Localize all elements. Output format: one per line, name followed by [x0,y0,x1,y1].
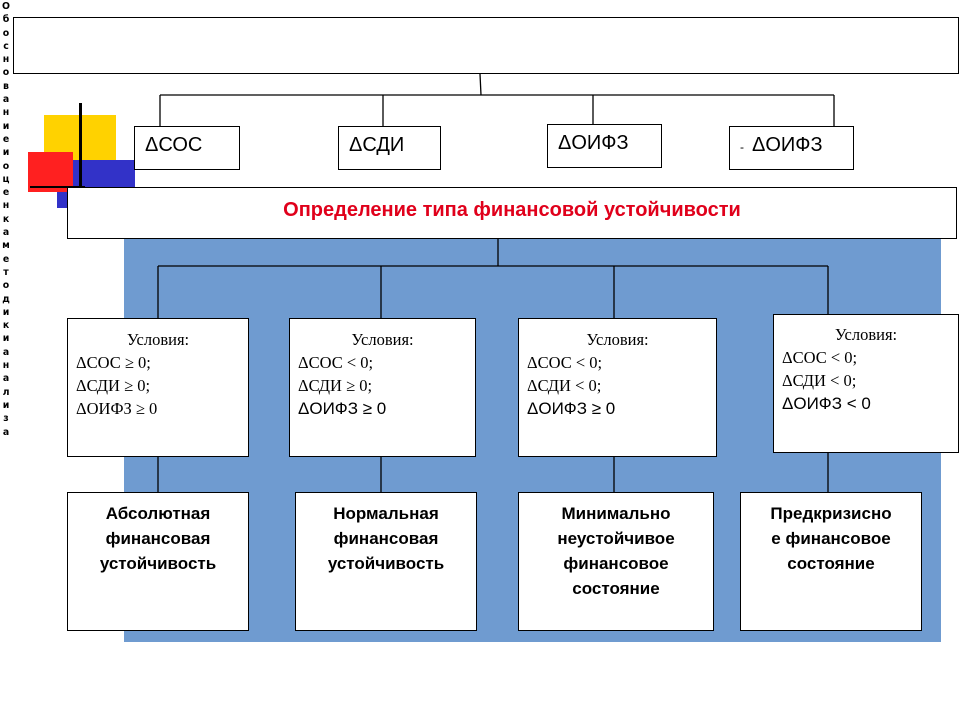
result-line: е финансовое [771,529,891,548]
condition-oifz: ΔОИФЗ ≥ 0 [298,399,387,418]
condition-sdi: ΔСДИ ≥ 0; [298,376,373,395]
vertical-title-char: м [2,240,10,252]
result-box-absolute: Абсолютная финансовая устойчивость [67,492,249,631]
result-line: состояние [787,554,875,573]
result-line: неустойчивое [557,529,675,548]
vertical-title-char: л [2,386,10,398]
vertical-title-char: е [2,253,10,265]
vertical-title-char: е [2,133,10,145]
vertical-title-char: с [3,40,9,52]
result-line: Нормальная [333,504,439,523]
level1-label: ΔСОС [145,134,203,156]
result-box-precrisis: Предкризисно е финансовое состояние [740,492,922,631]
vertical-title-char: и [2,333,10,345]
conditions-heading: Условия: [834,325,898,344]
vertical-title-char: к [2,213,10,225]
result-line: состояние [572,579,660,598]
top-header-box [13,17,959,74]
result-box-unstable: Минимально неустойчивое финансовое состо… [518,492,714,631]
condition-sos: ΔСОС < 0; [298,353,374,372]
title-box: Определение типа финансовой устойчивости [67,187,957,239]
vertical-title-char: з [3,413,9,425]
level1-box-oifz: ΔОИФЗ [547,124,662,168]
result-line: устойчивость [99,554,217,573]
deco-red-square [28,152,73,192]
vertical-title-char: а [2,94,10,106]
level1-label: ΔОИФЗ [752,134,823,156]
level1-box-sos: ΔСОС [134,126,240,170]
vertical-title-char: т [3,266,9,278]
conditions-box-3: Условия: ΔСОС < 0; ΔСДИ < 0; ΔОИФЗ ≥ 0 [518,318,717,457]
vertical-title-char: о [2,160,10,172]
vertical-title-char: и [2,147,10,159]
result-line: Минимально [561,504,671,523]
condition-sdi: ΔСДИ < 0; [527,376,602,395]
conditions-heading: Условия: [586,330,649,349]
vertical-title-char: в [3,80,9,92]
conditions-box-1: Условия: ΔСОС ≥ 0; ΔСДИ ≥ 0; ΔОИФЗ ≥ 0 [67,318,249,457]
vertical-title-char: а [2,227,10,239]
condition-sdi: ΔСДИ < 0; [782,371,857,390]
result-line: устойчивость [327,554,445,573]
vertical-title-char: а [2,346,10,358]
vertical-title-char: б [2,14,10,26]
condition-sos: ΔСОС < 0; [527,353,603,372]
vertical-title-char: о [2,27,10,39]
conditions-box-2: Условия: ΔСОС < 0; ΔСДИ ≥ 0; ΔОИФЗ ≥ 0 [289,318,476,457]
condition-sos: ΔСОС < 0; [782,348,858,367]
conditions-box-4: Условия: ΔСОС < 0; ΔСДИ < 0; ΔОИФЗ < 0 [773,314,959,453]
deco-horizontal-line [30,186,85,188]
vertical-title-char: к [2,320,10,332]
result-line: Абсолютная [105,504,211,523]
result-line: финансовое [563,554,669,573]
minus-prefix: - [740,140,744,154]
diagram-title: Определение типа финансовой устойчивости [283,199,741,221]
vertical-title-char: и [2,399,10,411]
vertical-title-char: О [2,1,10,12]
deco-vertical-line [79,103,82,193]
result-line: финансовая [333,529,439,548]
result-box-normal: Нормальная финансовая устойчивость [295,492,477,631]
condition-sdi: ΔСДИ ≥ 0; [76,376,151,395]
condition-oifz: ΔОИФЗ ≥ 0 [76,399,158,418]
vertical-title-char: а [2,373,10,385]
vertical-title-char: н [2,360,10,372]
vertical-title-char: и [2,306,10,318]
level1-label: ΔСДИ [349,134,405,156]
vertical-title-char: и [2,120,10,132]
vertical-title-char: н [2,200,10,212]
conditions-heading: Условия: [126,330,190,349]
vertical-title-char: о [2,280,10,292]
result-line: Предкризисно [770,504,892,523]
vertical-title-char: а [2,426,10,438]
vertical-title-char: о [2,67,10,79]
level1-box-minus-oifz: - ΔОИФЗ [729,126,854,170]
condition-sos: ΔСОС ≥ 0; [76,353,151,372]
condition-oifz: ΔОИФЗ ≥ 0 [527,399,616,418]
vertical-title-char: е [2,187,10,199]
conditions-heading: Условия: [351,330,414,349]
level1-label: ΔОИФЗ [558,132,629,154]
vertical-title-char: н [2,107,10,119]
level1-box-sdi: ΔСДИ [338,126,441,170]
vertical-title-char: д [2,293,10,305]
condition-oifz: ΔОИФЗ < 0 [782,394,871,413]
result-line: финансовая [105,529,211,548]
vertical-title-char: н [2,54,10,66]
vertical-title-char: ц [2,173,10,185]
